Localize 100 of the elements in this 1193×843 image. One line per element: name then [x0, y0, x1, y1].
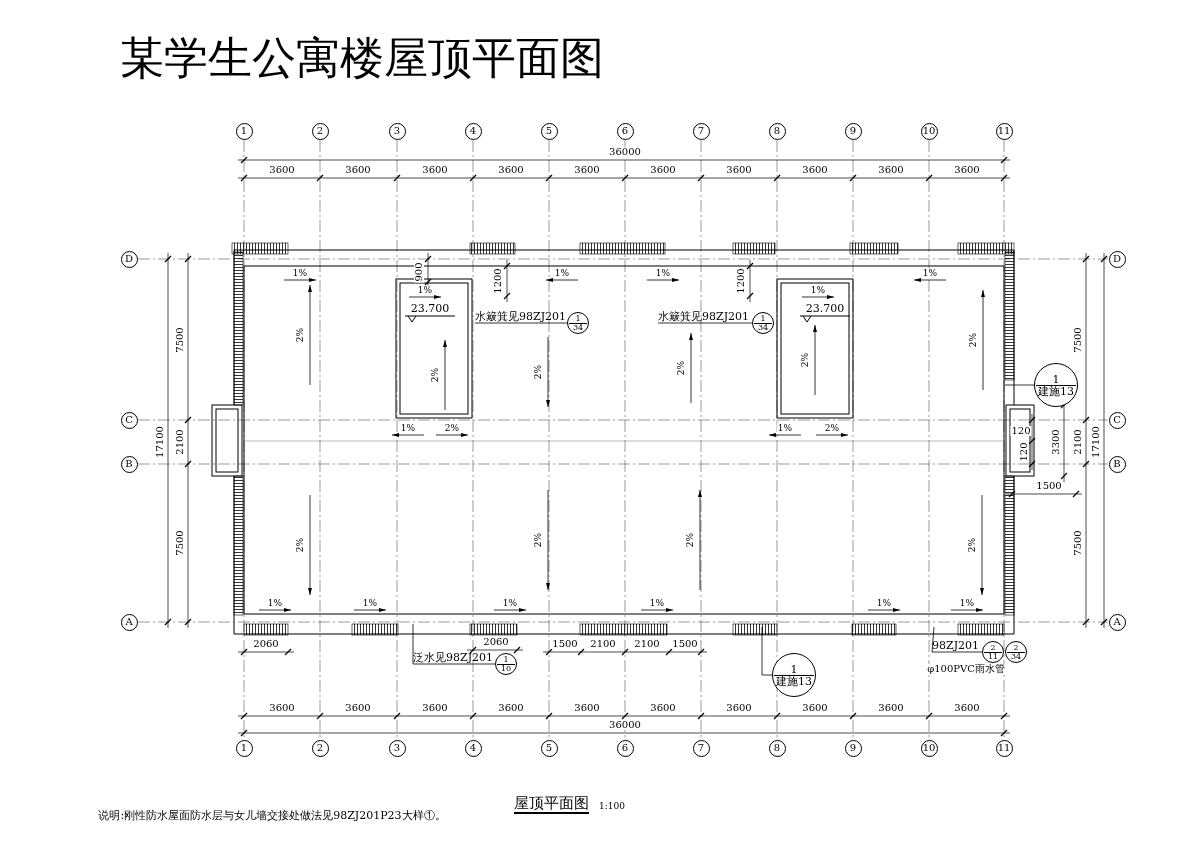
axis-bubble: 11: [995, 739, 1013, 757]
detail-index-circle: [752, 312, 774, 334]
dimension-text: 2100: [175, 428, 185, 456]
detail-number: 1: [497, 655, 515, 665]
axis-bubble: 3: [388, 122, 406, 140]
dimension-text: 36000: [608, 720, 642, 730]
slope-text: 2%: [533, 363, 543, 381]
detail-number: 1: [774, 663, 814, 676]
axis-bubble: 2: [311, 739, 329, 757]
slope-text: 1%: [654, 268, 672, 278]
leader-line: [761, 626, 773, 676]
detail-number: 2: [984, 643, 1002, 653]
leader-line: [1004, 384, 1035, 386]
axis-bubble: 8: [768, 739, 786, 757]
dimension-text: 3600: [268, 703, 296, 713]
elevation-text: 23.700: [804, 302, 846, 314]
leader-line: [412, 623, 414, 665]
axis-bubble: 10: [920, 739, 938, 757]
axis-bubble: 1: [235, 122, 253, 140]
slope-text: 1%: [958, 598, 976, 608]
axis-bubble: 4: [464, 122, 482, 140]
dimension-text: 120: [1010, 426, 1032, 436]
slope-text: 2%: [967, 536, 977, 554]
slope-text: 1%: [291, 268, 309, 278]
leader-line: [657, 322, 753, 324]
dimension-text: 3600: [268, 165, 296, 175]
pipe-note: φ100PVC雨水管: [926, 664, 1006, 674]
detail-number: 1: [569, 314, 587, 324]
dimension-text: 17100: [155, 425, 165, 459]
axis-bubble: A: [1108, 613, 1126, 631]
axis-bubble: 8: [768, 122, 786, 140]
drawing-caption: 屋顶平面图: [514, 795, 589, 814]
leader-note: 水簸箕见98ZJ201: [475, 311, 567, 323]
scale-text: 1:100: [598, 801, 626, 811]
dimension-text: 3600: [649, 165, 677, 175]
dimension-text: 3600: [344, 165, 372, 175]
slope-text: 1%: [776, 423, 794, 433]
slope-text: 1%: [399, 423, 417, 433]
detail-index-circle: [772, 653, 816, 697]
title: 某学生公寓楼屋顶平面图: [120, 36, 604, 80]
slope-text: 1%: [553, 268, 571, 278]
slope-text: 1%: [266, 598, 284, 608]
axis-bubble: C: [1108, 411, 1126, 429]
dimension-text: 3600: [877, 165, 905, 175]
dimension-text: 120: [1019, 441, 1029, 463]
axis-bubble: B: [1108, 455, 1126, 473]
elevation-text: 23.700: [409, 302, 451, 314]
dimension-text: 3600: [497, 165, 525, 175]
axis-bubble: 7: [692, 739, 710, 757]
dimension-text: 2060: [252, 639, 280, 649]
slope-text: 1%: [501, 598, 519, 608]
dimension-text: 1200: [493, 267, 503, 295]
dimension-text: 2100: [589, 639, 617, 649]
slope-text: 1%: [361, 598, 379, 608]
dimension-text: 2060: [482, 637, 510, 647]
axis-bubble: 7: [692, 122, 710, 140]
axis-bubble: 6: [616, 739, 634, 757]
dimension-text: 3600: [801, 165, 829, 175]
slope-text: 2%: [968, 331, 978, 349]
slope-text: 2%: [443, 423, 461, 433]
axis-bubble: 10: [920, 122, 938, 140]
slope-text: 2%: [676, 359, 686, 377]
dimension-text: 1200: [736, 267, 746, 295]
axis-bubble: 1: [235, 739, 253, 757]
detail-index-circle: [1034, 363, 1078, 407]
dimension-text: 1500: [1035, 481, 1063, 491]
dimension-text: 3600: [421, 165, 449, 175]
axis-bubble: 3: [388, 739, 406, 757]
axis-bubble: D: [120, 250, 138, 268]
dimension-text: 3600: [421, 703, 449, 713]
axis-bubble: 9: [844, 739, 862, 757]
dimension-text: 3600: [877, 703, 905, 713]
detail-number: 1: [754, 314, 772, 324]
dimension-text: 7500: [1073, 326, 1083, 354]
sheet-number: 建施13: [1038, 385, 1074, 397]
dimension-text: 3600: [953, 165, 981, 175]
leader-note: 泛水见98ZJ201: [413, 652, 494, 664]
slope-text: 1%: [921, 268, 939, 278]
sheet-number: 11: [987, 652, 999, 661]
sheet-number: 建施13: [776, 675, 812, 687]
leader-note: 水簸箕见98ZJ201: [658, 311, 750, 323]
dimension-text: 2100: [1073, 428, 1083, 456]
slope-text: 1%: [875, 598, 893, 608]
slope-text: 1%: [416, 285, 434, 295]
sheet-number: 34: [572, 323, 584, 332]
detail-index-circle: [567, 312, 589, 334]
slope-text: 2%: [685, 531, 695, 549]
detail-index-circle: [495, 653, 517, 675]
dimension-text: 3600: [953, 703, 981, 713]
dimension-text: 3600: [801, 703, 829, 713]
dimension-text: 3600: [725, 165, 753, 175]
dimension-text: 7500: [175, 326, 185, 354]
dimension-text: 7500: [1073, 529, 1083, 557]
axis-bubble: 11: [995, 122, 1013, 140]
axis-bubble: 5: [540, 122, 558, 140]
dimension-text: 1500: [551, 639, 579, 649]
dimension-text: 2100: [633, 639, 661, 649]
sheet-number: 34: [757, 323, 769, 332]
slope-text: 2%: [823, 423, 841, 433]
slope-text: 2%: [533, 531, 543, 549]
